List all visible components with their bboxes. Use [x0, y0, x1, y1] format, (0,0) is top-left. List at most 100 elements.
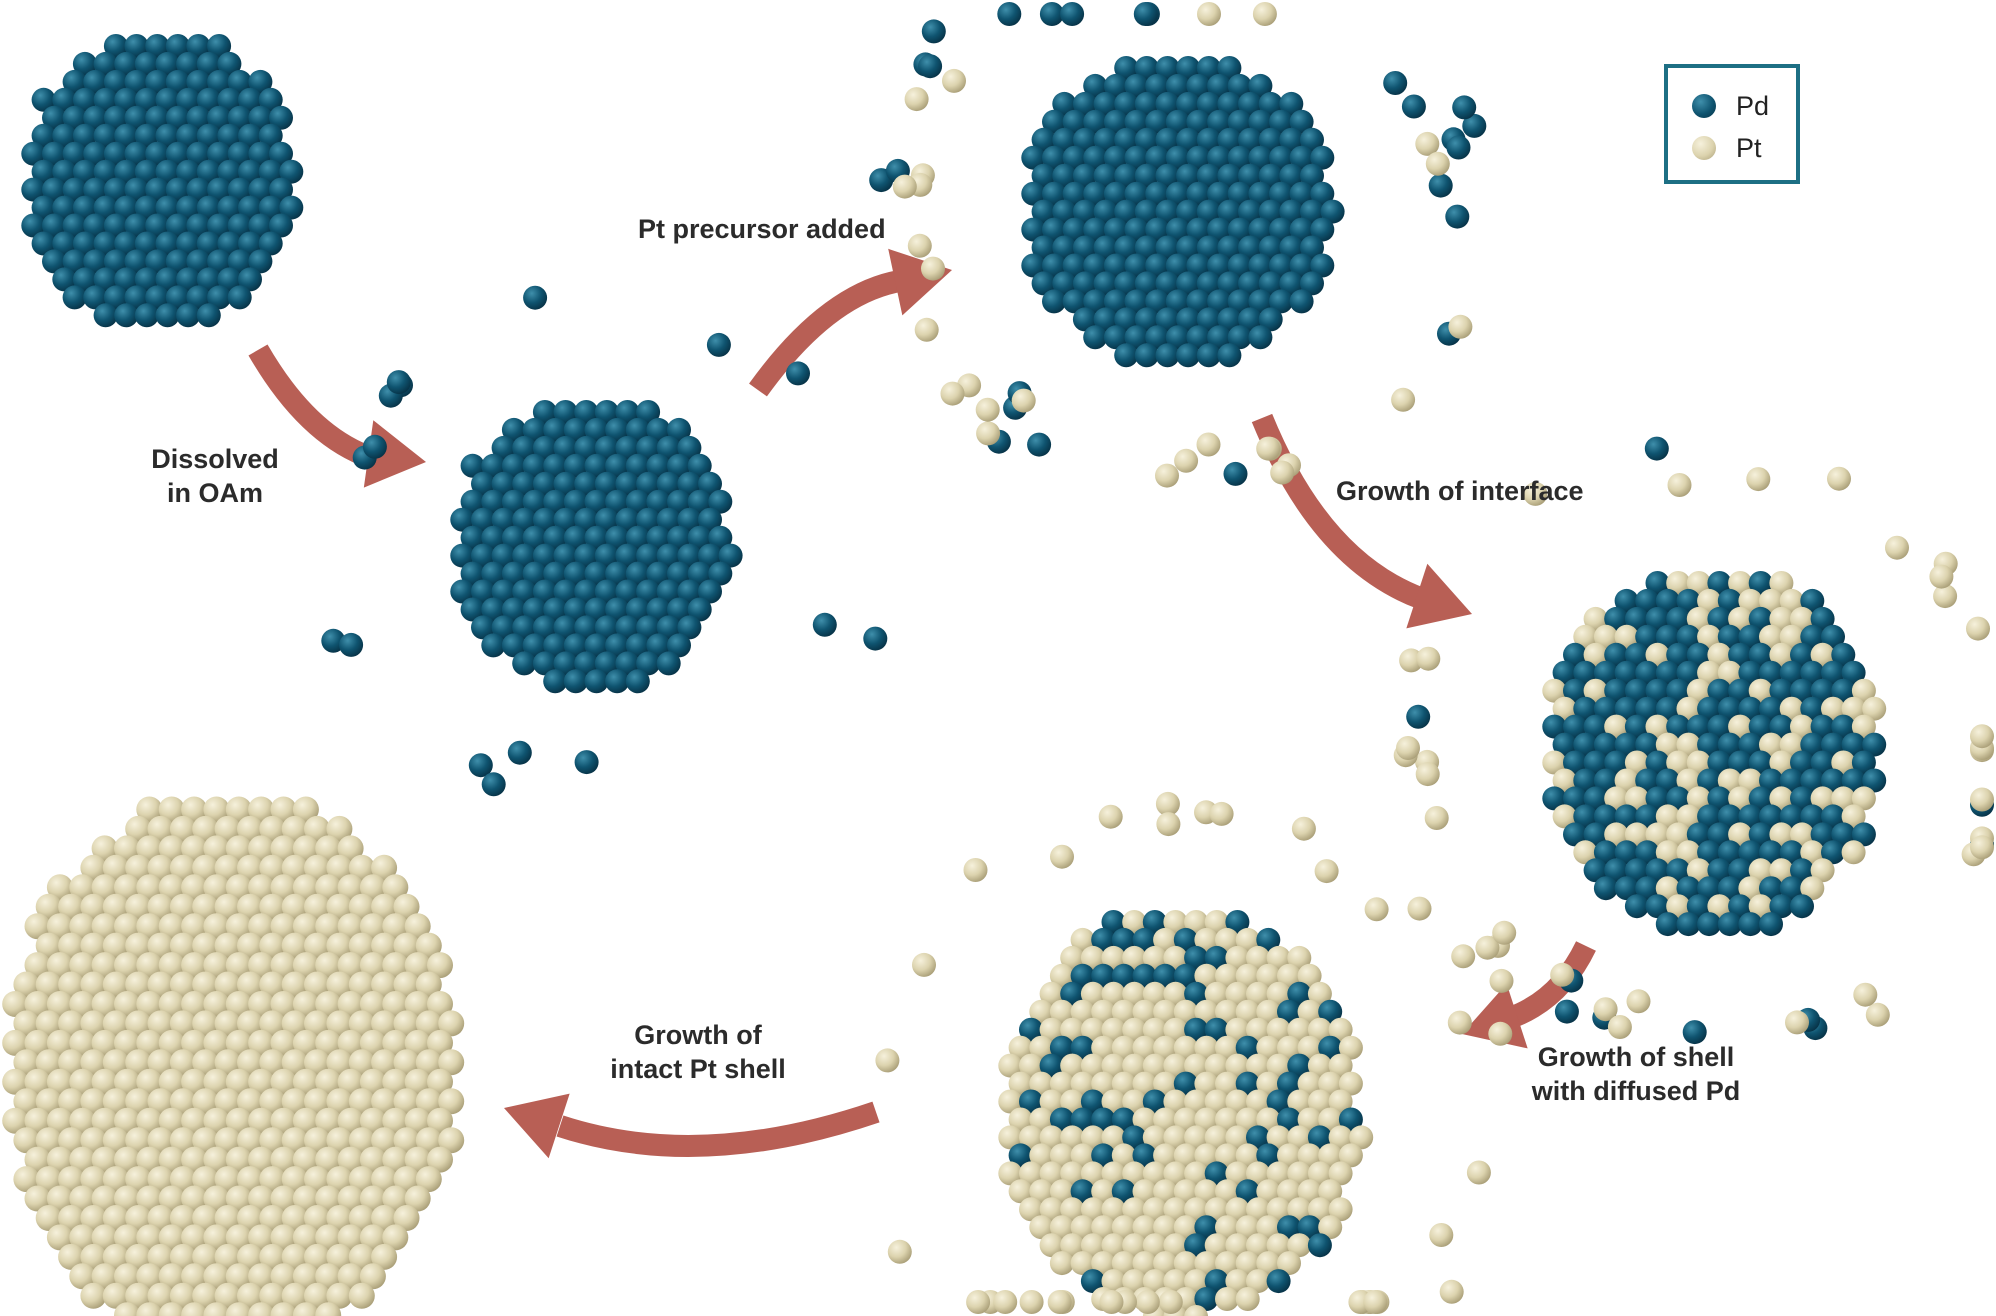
pd-atom — [584, 525, 609, 550]
pd-atom — [279, 195, 304, 220]
pt-atom — [58, 1166, 85, 1193]
pd-atom — [72, 87, 97, 112]
pt-atom — [427, 1107, 453, 1134]
pd-atom — [636, 579, 661, 604]
pd-atom — [1593, 840, 1618, 865]
pd-atom — [1124, 145, 1149, 170]
pd-atom — [667, 597, 691, 622]
loose-pt-atom — [1425, 151, 1450, 176]
dissolved-pd-nanoparticle — [321, 285, 888, 797]
loose-pt-atom — [1929, 564, 1954, 589]
pd-atom — [532, 579, 557, 604]
pd-atom — [1165, 325, 1190, 350]
pt-atom — [237, 1166, 263, 1193]
pt-atom — [1060, 1233, 1085, 1258]
pd-atom — [1748, 786, 1773, 811]
pd-atom — [1583, 786, 1608, 811]
pd-atom — [1738, 912, 1763, 937]
pd-atom — [1790, 858, 1814, 883]
pd-atom — [1155, 56, 1180, 80]
pd-atom — [1748, 750, 1773, 775]
loose-pd-atom — [386, 370, 411, 395]
pt-atom — [102, 1010, 129, 1037]
pd-atom — [248, 141, 273, 166]
pt-atom — [337, 1068, 364, 1095]
pt-atom — [1080, 1017, 1105, 1042]
pd-atom — [1217, 91, 1242, 116]
pd-atom — [1134, 307, 1159, 332]
pt-atom — [214, 932, 241, 959]
pd-atom — [636, 543, 661, 568]
pd-atom — [1093, 91, 1118, 116]
pd-atom — [1217, 271, 1242, 296]
pd-atom — [501, 489, 526, 514]
pd-atom — [165, 249, 190, 274]
loose-pt-atom — [1523, 481, 1548, 506]
pd-atom — [83, 249, 108, 274]
pt-atom — [1070, 927, 1095, 952]
pt-atom — [91, 1107, 118, 1134]
pd-atom — [1287, 1053, 1312, 1078]
pt-atom — [326, 854, 353, 881]
pd-atom — [1717, 696, 1742, 721]
pt-atom — [169, 854, 196, 881]
pd-atom — [1717, 840, 1742, 865]
pt-atom — [214, 971, 241, 998]
pt-atom — [1111, 999, 1136, 1024]
pd-atom — [1103, 181, 1128, 206]
pt-atom — [1204, 910, 1229, 934]
pd-atom — [563, 597, 588, 622]
pd-atom — [1114, 163, 1139, 188]
pd-atom — [238, 267, 262, 292]
pt-atom — [1246, 1089, 1270, 1114]
pd-atom — [1821, 660, 1845, 685]
pt-atom — [1810, 786, 1835, 811]
pd-atom — [553, 651, 578, 676]
pd-atom — [62, 285, 87, 310]
pt-atom — [13, 1010, 40, 1037]
pd-atom — [1338, 1107, 1363, 1132]
pd-atom — [584, 597, 609, 622]
pt-atom — [1122, 981, 1147, 1006]
pd-atom — [522, 525, 547, 550]
pt-atom — [1225, 981, 1250, 1006]
pt-atom — [248, 796, 275, 823]
pd-atom — [145, 249, 170, 274]
pd-atom — [1134, 163, 1159, 188]
pt-atom — [1287, 1161, 1312, 1186]
pd-atom — [1697, 912, 1722, 937]
pd-atom — [1779, 804, 1804, 829]
pd-atom — [1686, 642, 1711, 667]
pd-atom — [207, 141, 232, 166]
pt-atom — [1821, 696, 1845, 721]
pd-atom — [124, 141, 149, 166]
pd-atom — [1624, 858, 1649, 883]
pd-atom — [269, 141, 293, 166]
pt-atom — [1349, 1125, 1374, 1150]
pt-atom — [114, 991, 140, 1017]
pd-atom — [1279, 91, 1304, 116]
pt-atom — [1717, 660, 1742, 685]
pt-atom — [80, 893, 107, 920]
pt-atom — [46, 1146, 73, 1173]
pt-atom — [1204, 1125, 1229, 1150]
pt-atom — [248, 952, 275, 979]
loose-pd-atom — [812, 612, 837, 637]
step-label-dissolved: Dissolved in OAm — [140, 442, 290, 510]
pt-atom — [248, 835, 275, 862]
pt-atom — [1748, 858, 1773, 883]
pd-atom — [1072, 235, 1097, 260]
pt-atom — [315, 1263, 342, 1290]
pt-atom — [1831, 750, 1856, 775]
pt-atom — [1256, 1215, 1281, 1240]
pt-atom — [181, 1302, 208, 1316]
pd-atom — [522, 633, 547, 658]
pd-atom — [584, 489, 609, 514]
pd-atom — [1207, 181, 1232, 206]
pd-atom — [1165, 289, 1190, 314]
pt-atom — [136, 1263, 163, 1290]
pt-atom — [281, 1010, 308, 1037]
pt-atom — [248, 874, 275, 901]
pd-atom — [1738, 696, 1763, 721]
loose-pd-atom — [1060, 2, 1085, 26]
